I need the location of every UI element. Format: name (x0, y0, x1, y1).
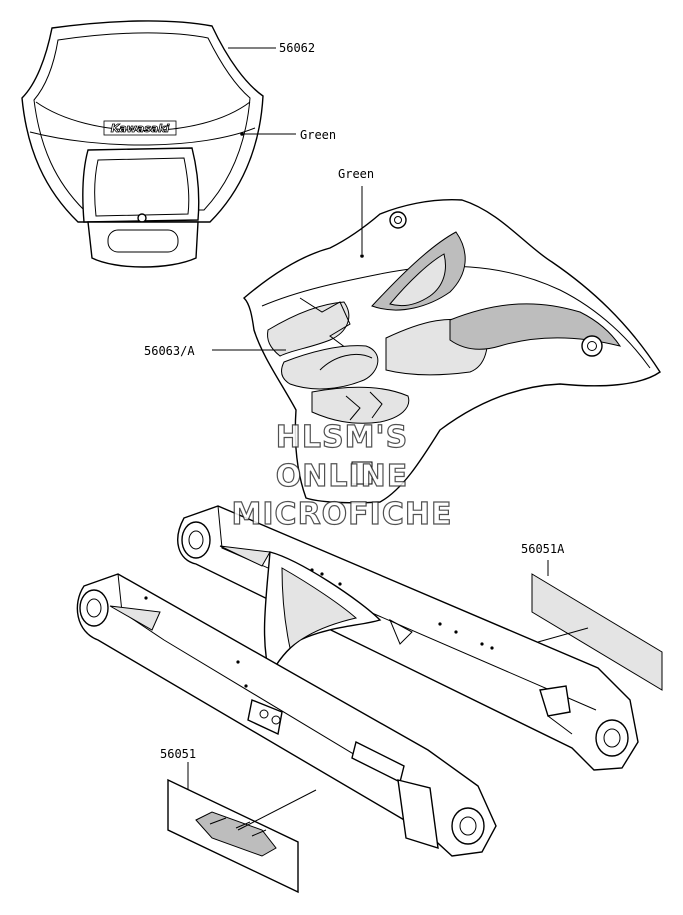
decal-56051 (167, 778, 299, 894)
kawasaki-logo: Kawasaki (111, 122, 170, 135)
watermark-line1: HLSM'S (276, 420, 408, 455)
callout-56051a: 56051A (521, 542, 565, 556)
callout-56062: 56062 (279, 41, 315, 55)
watermark: HLSM'S ONLINE MICROFICHE (231, 419, 453, 532)
headlight-cowl: Kawasaki (21, 20, 264, 268)
swingarm (76, 505, 639, 857)
callout-cowl-color: Green (300, 128, 336, 142)
watermark-line3: MICROFICHE (232, 497, 453, 532)
callout-56063a: 56063/A (144, 344, 195, 358)
watermark-line2: ONLINE (276, 459, 409, 494)
decal-56051a (531, 573, 663, 691)
callout-shroud-color: Green (338, 167, 374, 181)
callout-56051: 56051 (160, 747, 196, 761)
radiator-shroud (242, 198, 661, 504)
